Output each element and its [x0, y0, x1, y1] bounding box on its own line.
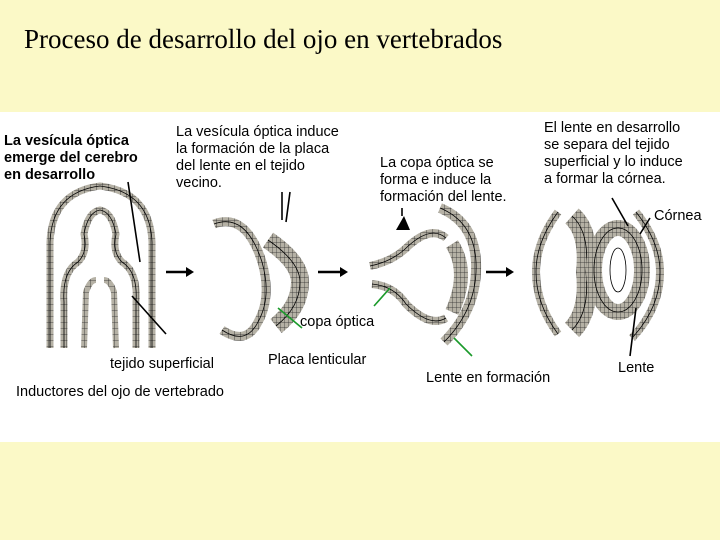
stage-arrow-3: [486, 267, 514, 277]
label-surface-tissue: tejido superficial: [110, 356, 214, 373]
label-step2-line: la formación de la placa: [176, 141, 339, 158]
slide-title: Proceso de desarrollo del ojo en vertebr…: [24, 24, 502, 55]
label-step4-line: a formar la córnea.: [544, 171, 683, 188]
stage3-optic-cup-drawing: [370, 208, 476, 356]
label-step1-line: La vesícula óptica: [4, 133, 138, 150]
label-optic-cup: copa óptica: [300, 314, 374, 331]
label-step4-line: se separa del tejido: [544, 137, 683, 154]
label-step2-line: La vesícula óptica induce: [176, 124, 339, 141]
label-step2-line: vecino.: [176, 175, 339, 192]
label-step4-line: El lente en desarrollo: [544, 120, 683, 137]
stage4-lens-cornea-drawing: [536, 198, 660, 356]
label-step3-line: La copa óptica se: [380, 155, 507, 172]
label-step1-line: en desarrollo: [4, 167, 138, 184]
stage-arrow-1: [166, 267, 194, 277]
label-step1-line: emerge del cerebro: [4, 150, 138, 167]
label-step2-line: del lente en el tejido: [176, 158, 339, 175]
stage2-lens-placode-drawing: [214, 192, 302, 336]
stage-arrow-2: [318, 267, 348, 277]
label-lens-placode: Placa lenticular: [268, 352, 366, 369]
label-step3-line: forma e induce la: [380, 172, 507, 189]
label-cornea: Córnea: [654, 208, 702, 225]
label-step3-line: formación del lente.: [380, 189, 507, 206]
label-lens: Lente: [618, 360, 654, 377]
label-lens-forming: Lente en formación: [426, 370, 550, 387]
label-step4-line: superficial y lo induce: [544, 154, 683, 171]
stage1-optic-vesicle-drawing: [50, 182, 166, 348]
figure-caption: Inductores del ojo de vertebrado: [16, 384, 224, 401]
